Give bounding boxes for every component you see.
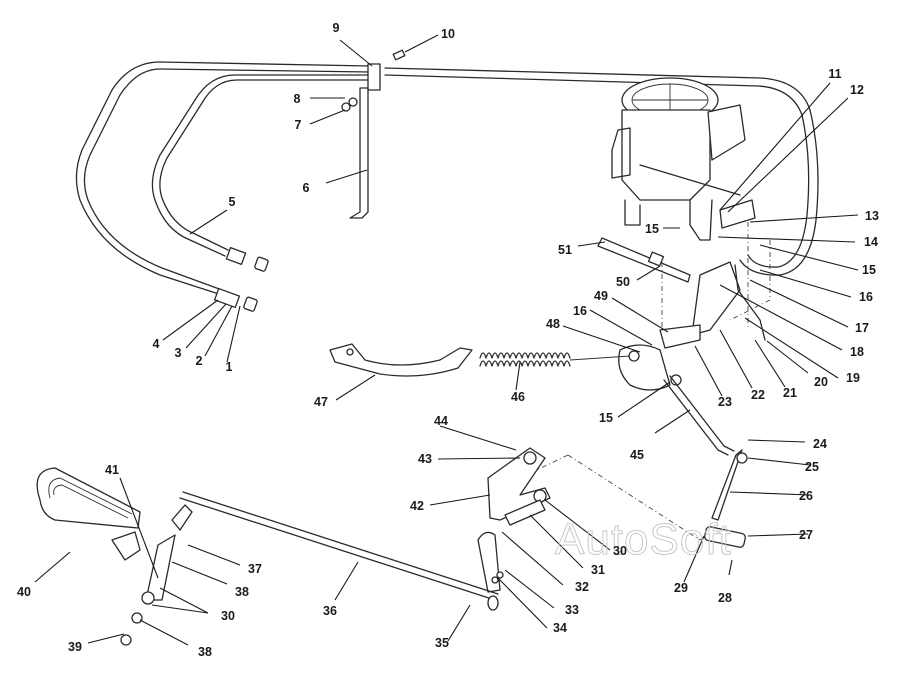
- return-spring: [479, 352, 631, 367]
- callout-37: 37: [248, 561, 262, 576]
- callout-19: 19: [846, 370, 860, 385]
- leader-lines: [34, 34, 859, 646]
- callout-5: 5: [228, 194, 236, 209]
- spring-bracket: [329, 343, 473, 377]
- callout-15-upper: 15: [645, 221, 659, 236]
- callout-15-right: 15: [862, 262, 876, 277]
- callout-1: 1: [225, 359, 233, 374]
- callout-48: 48: [546, 316, 560, 331]
- callout-31: 31: [591, 562, 605, 577]
- callout-32: 32: [575, 579, 589, 594]
- callout-16-right: 16: [859, 289, 873, 304]
- callout-29: 29: [674, 580, 688, 595]
- callout-45: 45: [630, 447, 644, 462]
- callout-28: 28: [718, 590, 732, 605]
- callout-11: 11: [828, 66, 842, 81]
- callout-23: 23: [718, 394, 732, 409]
- callout-4: 4: [152, 336, 160, 351]
- callout-44: 44: [434, 413, 448, 428]
- callout-47: 47: [314, 394, 328, 409]
- callout-16-left: 16: [573, 303, 587, 318]
- throttle-lever: [618, 324, 701, 391]
- callout-30-left: 30: [221, 608, 235, 623]
- callout-34: 34: [553, 620, 567, 635]
- callout-33: 33: [565, 602, 579, 617]
- callout-3: 3: [174, 345, 182, 360]
- callout-10: 10: [441, 26, 455, 41]
- callout-42: 42: [410, 498, 424, 513]
- fitting-lower: [213, 287, 258, 312]
- callout-8: 8: [293, 91, 301, 106]
- callout-30-right: 30: [613, 543, 627, 558]
- callout-17: 17: [855, 320, 869, 335]
- carburetor: [611, 77, 746, 241]
- callout-35: 35: [435, 635, 449, 650]
- long-rod-36: [179, 491, 499, 611]
- callout-26: 26: [799, 488, 813, 503]
- callout-36: 36: [323, 603, 337, 618]
- callout-38-lower: 38: [198, 644, 212, 659]
- callout-49: 49: [594, 288, 608, 303]
- callout-51: 51: [558, 242, 572, 257]
- lever-arm-26: [704, 449, 748, 548]
- throttle-linkage-upper: [597, 199, 766, 341]
- callout-2: 2: [195, 353, 203, 368]
- callout-24: 24: [813, 436, 827, 451]
- callout-13: 13: [865, 208, 879, 223]
- callout-6: 6: [302, 180, 310, 195]
- accelerator-pedal: [36, 467, 193, 646]
- callout-20: 20: [814, 374, 828, 389]
- callout-38-upper: 38: [235, 584, 249, 599]
- callout-41: 41: [105, 462, 119, 477]
- callout-9: 9: [332, 20, 340, 35]
- callout-39: 39: [68, 639, 82, 654]
- callout-18: 18: [850, 344, 864, 359]
- callout-46: 46: [511, 389, 525, 404]
- callout-22: 22: [751, 387, 765, 402]
- callout-14: 14: [864, 234, 878, 249]
- pedal-shaft: [477, 499, 546, 593]
- clamp-bracket: [341, 49, 406, 219]
- callout-25: 25: [805, 459, 819, 474]
- callout-12: 12: [850, 82, 864, 97]
- callout-43: 43: [418, 451, 432, 466]
- callout-40: 40: [17, 584, 31, 599]
- callout-50: 50: [616, 274, 630, 289]
- connecting-rod-45: [663, 375, 735, 456]
- fitting-upper: [225, 246, 269, 272]
- callout-7: 7: [294, 117, 302, 132]
- callout-15-lower: 15: [599, 410, 613, 425]
- callout-27: 27: [799, 527, 813, 542]
- fuel-line-inner: [151, 74, 371, 257]
- callout-21: 21: [783, 385, 797, 400]
